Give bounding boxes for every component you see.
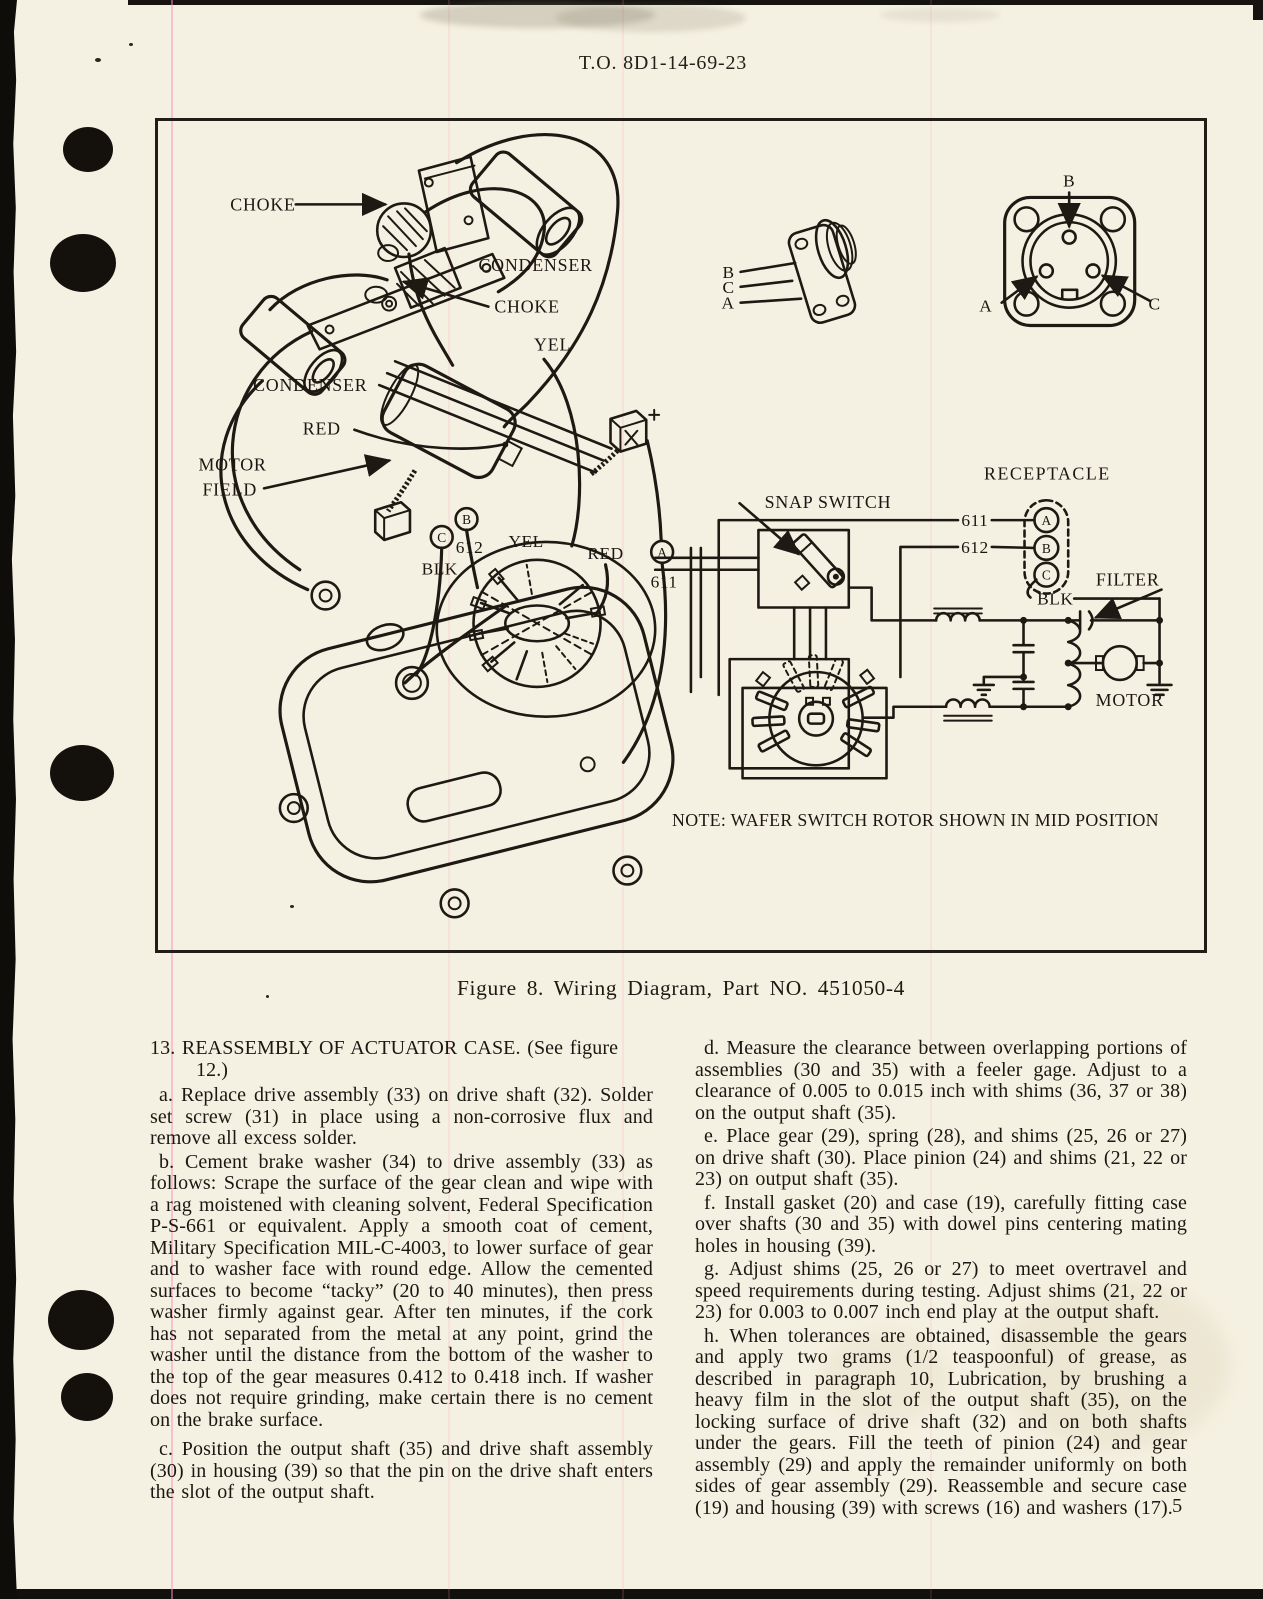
binder-hole: [48, 1290, 114, 1350]
ink-smudge: [420, 2, 655, 28]
paragraph-h: h. When tolerances are obtained, disasse…: [695, 1324, 1187, 1519]
plug-side-c: C: [723, 278, 735, 297]
label-611: 611: [651, 573, 678, 592]
plug-side-a: A: [722, 294, 735, 313]
label-motor-field-2: FIELD: [202, 479, 257, 499]
pictorial-wires: [219, 133, 668, 764]
page-number: 5: [1172, 1495, 1183, 1517]
recep-c: C: [1042, 568, 1051, 583]
paragraph-f: f. Install gasket (20) and case (19), ca…: [695, 1191, 1187, 1257]
binder-hole: [63, 127, 113, 172]
binder-hole: [50, 234, 116, 292]
label-red-mid: RED: [587, 544, 623, 563]
terminal-c-letter: C: [437, 530, 446, 545]
label-yel-mid: YEL: [509, 532, 544, 551]
figure-note: NOTE: WAFER SWITCH ROTOR SHOWN IN MID PO…: [672, 810, 1159, 830]
label-motor-schematic: MOTOR: [1096, 690, 1164, 710]
doc-number: T.O. 8D1-14-69-23: [578, 52, 748, 74]
binder-hole: [61, 1373, 113, 1421]
ink-smudge: [556, 4, 746, 32]
paragraph-b: b. Cement brake washer (34) to drive ass…: [150, 1150, 653, 1431]
paper-speck: [95, 58, 101, 62]
paragraph-e: e. Place gear (29), spring (28), and shi…: [695, 1125, 1187, 1190]
actuator-pictorial: [219, 133, 675, 919]
scan-edge-left-torn: [0, 0, 17, 1599]
scan-edge-corner: [1253, 0, 1263, 20]
binder-hole: [50, 745, 114, 801]
terminal-b-letter: B: [462, 512, 471, 527]
paper-speck: [129, 43, 133, 46]
label-condenser-left: CONDENSER: [253, 375, 367, 395]
right-column: d. Measure the clearance between overlap…: [695, 1037, 1187, 1521]
label-receptacle: RECEPTACLE: [984, 463, 1111, 483]
label-blk: BLK: [422, 560, 458, 579]
label-snap-switch: SNAP SWITCH: [765, 492, 892, 512]
plug-face-a: A: [979, 297, 992, 316]
plug-side-b: B: [723, 263, 735, 282]
wafer-spokes: [467, 563, 607, 684]
paragraph-a: a. Replace drive assembly (33) on drive …: [150, 1084, 653, 1149]
paragraph-d: d. Measure the clearance between overlap…: [695, 1037, 1187, 1124]
label-wire-611: 611: [961, 511, 988, 530]
recep-b: B: [1042, 541, 1051, 556]
paragraph-13-heading: 13. REASSEMBLY OF ACTUATOR CASE. (See fi…: [150, 1037, 619, 1081]
label-filter: FILTER: [1096, 570, 1160, 590]
figure-8-wiring-diagram: CHOKE CONDENSER CHOKE YEL CONDENSER RED …: [155, 118, 1207, 953]
plug-face-c: C: [1149, 295, 1161, 314]
scan-edge-bottom: [0, 1589, 1263, 1599]
label-motor-field-1: MOTOR: [198, 454, 266, 474]
label-612: 612: [456, 538, 484, 557]
diagram-labels: CHOKE CONDENSER CHOKE YEL CONDENSER RED …: [198, 172, 1163, 830]
label-condenser-top: CONDENSER: [478, 255, 592, 275]
plug-face-b: B: [1063, 172, 1075, 191]
recep-a: A: [1042, 513, 1052, 528]
label-choke-mid: CHOKE: [494, 297, 560, 317]
left-column: 13. REASSEMBLY OF ACTUATOR CASE. (See fi…: [150, 1037, 653, 1521]
label-blk-wire: BLK: [1037, 590, 1073, 609]
paragraph-g: g. Adjust shims (25, 26 or 27) to meet o…: [695, 1258, 1187, 1323]
wiring-diagram-svg: CHOKE CONDENSER CHOKE YEL CONDENSER RED …: [198, 133, 1173, 919]
terminal-a-letter: A: [657, 545, 667, 560]
label-yel-top: YEL: [534, 334, 571, 354]
body-text: 13. REASSEMBLY OF ACTUATOR CASE. (See fi…: [150, 1037, 1187, 1521]
schematic: [653, 498, 1173, 780]
connector-side-view: [739, 218, 857, 325]
paper-speck: [266, 995, 269, 998]
figure-caption: Figure 8. Wiring Diagram, Part NO. 45105…: [456, 976, 906, 1000]
paragraph-c: c. Position the output shaft (35) and dr…: [150, 1438, 653, 1503]
scan-edge-top: [128, 0, 1263, 5]
connector-face-view: [1000, 191, 1151, 328]
paper-speck: [290, 905, 294, 908]
wafer-fingers: [751, 654, 881, 758]
label-wire-612: 612: [961, 538, 989, 557]
label-choke-top: CHOKE: [230, 194, 296, 214]
label-red-top: RED: [303, 419, 341, 439]
ink-smudge: [880, 8, 1000, 22]
